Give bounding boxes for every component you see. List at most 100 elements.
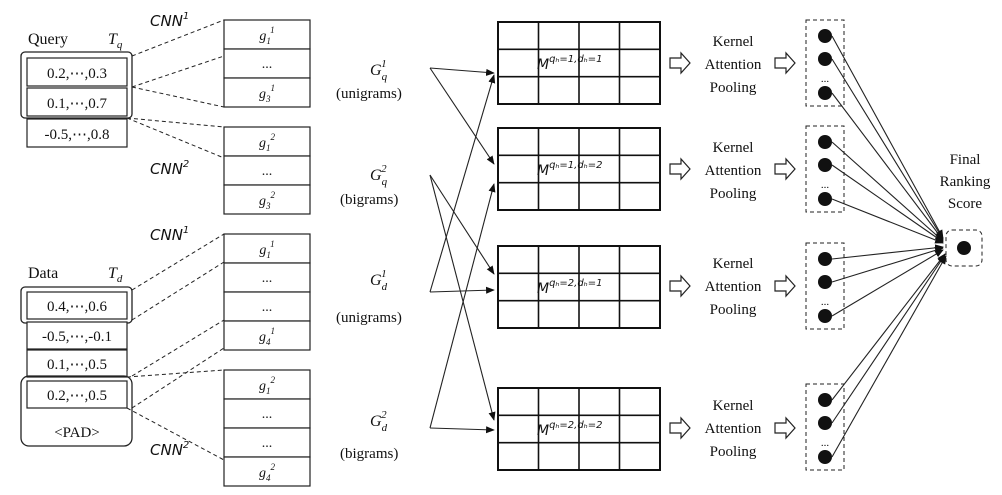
query-row-value: -0.5,⋯,0.8: [45, 127, 110, 143]
pooling-label: Pooling: [710, 80, 757, 96]
interaction-matrix: Mqₕ=2,dₕ=2: [497, 387, 661, 471]
interaction-matrix: Mqₕ=1,dₕ=2: [497, 127, 661, 211]
final-ranking-score: Final Ranking Score: [940, 152, 991, 267]
feature-cell: [223, 19, 311, 50]
cnn-dashed-connectors: [126, 19, 225, 461]
gram-label: Gq1: [370, 58, 388, 83]
feature-column: g12 ... g32: [223, 126, 311, 215]
dot-ellipsis: ...: [821, 437, 830, 449]
pooling-label: Kernel: [713, 140, 754, 156]
data-block: Data Td 0.4,⋯,0.6 -0.5,⋯,-0.1 0.1,⋯,0.5 …: [20, 265, 133, 447]
final-score-arrows: [831, 35, 947, 458]
query-block: Query Tq 0.2,⋯,0.3 0.1,⋯,0.7 -0.5,⋯,0.8: [20, 31, 133, 148]
gram-label: Gq2: [370, 163, 388, 188]
cnn-label: CNN2: [150, 440, 189, 459]
query-window-highlight: [20, 51, 133, 119]
matrix-label: Mqₕ=1,dₕ=2: [537, 160, 602, 179]
pooling-label: Attention: [705, 279, 762, 295]
data-row-value: 0.4,⋯,0.6: [47, 299, 108, 315]
feature-dot-icon: [818, 275, 832, 289]
feature-vector-label: g41: [259, 326, 275, 347]
data-row: [26, 349, 128, 378]
query-row: [26, 87, 128, 117]
gram-caption: (bigrams): [340, 192, 398, 208]
feature-vector-label: g32: [259, 190, 276, 211]
hollow-arrow-icon: [774, 274, 796, 298]
pooling-label: Pooling: [710, 186, 757, 202]
feature-vector-label: g11: [259, 25, 274, 46]
feature-vector-label: g42: [259, 462, 276, 483]
feature-dot-icon: [818, 416, 832, 430]
final-label: Ranking: [940, 174, 991, 190]
data-symbol: Td: [108, 265, 123, 285]
feature-ellipsis: ...: [262, 436, 273, 451]
pooling-stage: Kernel Attention Pooling ...: [669, 19, 845, 107]
query-row: [26, 118, 128, 148]
feature-dot-icon: [818, 393, 832, 407]
feature-vector-label: g12: [259, 375, 276, 396]
data-row-value: 0.1,⋯,0.5: [47, 357, 107, 373]
feature-cell: [223, 233, 311, 264]
pooling-stage: Kernel Attention Pooling ...: [669, 125, 845, 213]
gram-label: Gd2: [370, 409, 388, 434]
feature-column: g11 ... g31: [223, 19, 311, 108]
data-row-value: 0.2,⋯,0.5: [47, 388, 107, 404]
hollow-arrow-icon: [774, 157, 796, 181]
pooling-stage: Kernel Attention Pooling ...: [669, 383, 845, 471]
feature-column: g12 ... ... g42: [223, 369, 311, 487]
data-row: [26, 291, 128, 320]
final-score-box: [945, 229, 983, 267]
gram-label: Gd1: [370, 268, 388, 293]
feature-cell: [223, 456, 311, 487]
feature-vector-label: g31: [259, 83, 275, 104]
gram-caption: (bigrams): [340, 446, 398, 462]
feature-cell: [223, 126, 311, 157]
feature-dot-icon: [818, 158, 832, 172]
feature-cell: [223, 184, 311, 215]
feature-dot-icon: [818, 252, 832, 266]
pooling-label: Kernel: [713, 256, 754, 272]
data-row: [26, 380, 128, 409]
interaction-matrix: Mqₕ=1,dₕ=1: [497, 21, 661, 105]
pad-token: <PAD>: [54, 425, 100, 441]
query-label: Query: [28, 31, 68, 48]
hollow-arrow-icon: [669, 157, 691, 181]
hollow-arrow-icon: [669, 274, 691, 298]
hollow-arrow-icon: [669, 51, 691, 75]
cnn-label: CNN1: [150, 225, 189, 244]
query-row: [26, 57, 128, 87]
feature-dot-icon: [818, 192, 832, 206]
pooling-label: Attention: [705, 421, 762, 437]
feature-ellipsis: ...: [262, 57, 273, 72]
pooled-feature-box: [805, 125, 845, 213]
feature-column: g11 ... ... g41: [223, 233, 311, 351]
matrix-label: Mqₕ=2,dₕ=2: [537, 420, 602, 439]
matrix-label: Mqₕ=2,dₕ=1: [537, 278, 602, 297]
cnn-label: CNN1: [150, 11, 189, 30]
feature-ellipsis: ...: [262, 407, 273, 422]
feature-cell: [223, 427, 311, 458]
query-row-value: 0.1,⋯,0.7: [47, 96, 108, 112]
feature-dot-icon: [818, 450, 832, 464]
gram-caption: (unigrams): [336, 86, 402, 102]
feature-cell: [223, 291, 311, 322]
feature-ellipsis: ...: [262, 271, 273, 286]
feature-vector-label: g12: [259, 132, 276, 153]
pooling-label: Attention: [705, 163, 762, 179]
feature-cell: [223, 320, 311, 351]
feature-dot-icon: [818, 135, 832, 149]
feature-cell: [223, 262, 311, 293]
pooling-label: Kernel: [713, 34, 754, 50]
pooling-label: Pooling: [710, 302, 757, 318]
feature-cell: [223, 48, 311, 79]
matrix-label: Mqₕ=1,dₕ=1: [537, 54, 602, 73]
data-pad-window: [20, 375, 133, 447]
feature-dot-icon: [818, 86, 832, 100]
query-symbol: Tq: [108, 31, 123, 51]
feature-dot-icon: [818, 309, 832, 323]
feature-ellipsis: ...: [262, 300, 273, 315]
gram-labels: Gq1 (unigrams) Gq2 (bigrams) Gd1 (unigra…: [336, 58, 402, 462]
cnn-label: CNN2: [150, 159, 189, 178]
feature-cell: [223, 398, 311, 429]
